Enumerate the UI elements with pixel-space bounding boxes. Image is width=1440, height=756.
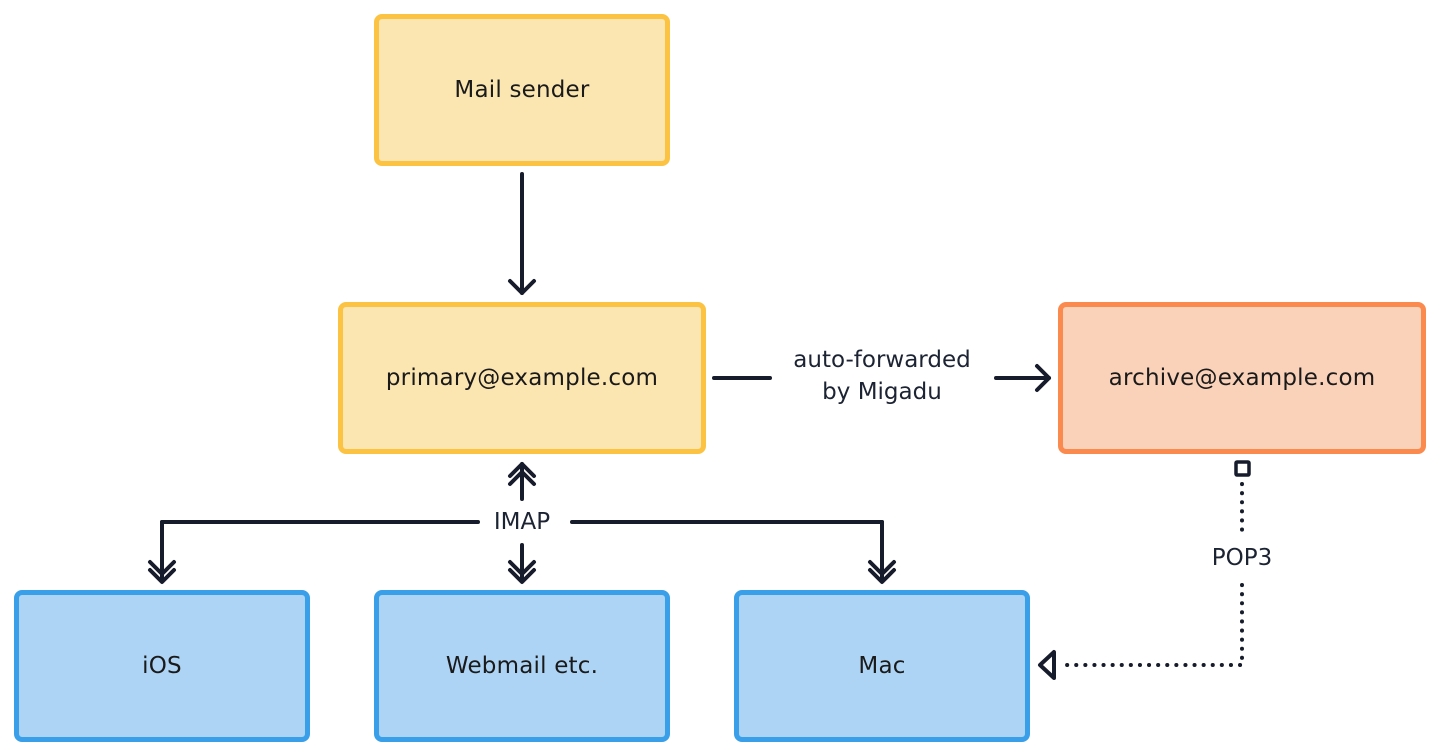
- edge-pop3-lower[interactable]: [1060, 583, 1244, 667]
- double-chevron-up-icon: [508, 470, 536, 486]
- arrowhead-open-icon: [508, 279, 536, 295]
- edge-label-pop3: POP3: [1211, 545, 1273, 571]
- node-mail-sender[interactable]: Mail sender: [374, 14, 670, 166]
- node-label: Mail sender: [454, 77, 590, 103]
- double-chevron-down-icon: [508, 560, 536, 576]
- hollow-triangle-arrow-icon: [1038, 650, 1056, 680]
- double-chevron-down-icon: [868, 568, 896, 584]
- node-ios[interactable]: iOS: [14, 590, 310, 742]
- edge-label-forward-line1: auto-forwarded: [793, 347, 971, 373]
- arrowhead-open-icon: [1035, 364, 1051, 392]
- edge-label-forward: auto-forwarded by Migadu: [772, 344, 992, 408]
- edge-label-forward-line2: by Migadu: [822, 379, 942, 405]
- node-archive-mailbox[interactable]: archive@example.com: [1058, 302, 1426, 454]
- double-chevron-down-icon: [148, 560, 176, 576]
- node-label: primary@example.com: [385, 365, 659, 391]
- double-chevron-down-icon: [508, 568, 536, 584]
- node-label: iOS: [142, 653, 182, 679]
- hollow-square-marker-icon: [1234, 460, 1251, 477]
- node-mac[interactable]: Mac: [734, 590, 1030, 742]
- node-label: Webmail etc.: [445, 653, 599, 679]
- double-chevron-up-icon: [508, 462, 536, 478]
- node-label: Mac: [858, 653, 906, 679]
- edge-label-imap: IMAP: [493, 509, 551, 535]
- double-chevron-down-icon: [148, 568, 176, 584]
- node-label: archive@example.com: [1108, 365, 1376, 391]
- node-primary-mailbox[interactable]: primary@example.com: [338, 302, 706, 454]
- node-webmail[interactable]: Webmail etc.: [374, 590, 670, 742]
- double-chevron-down-icon: [868, 560, 896, 576]
